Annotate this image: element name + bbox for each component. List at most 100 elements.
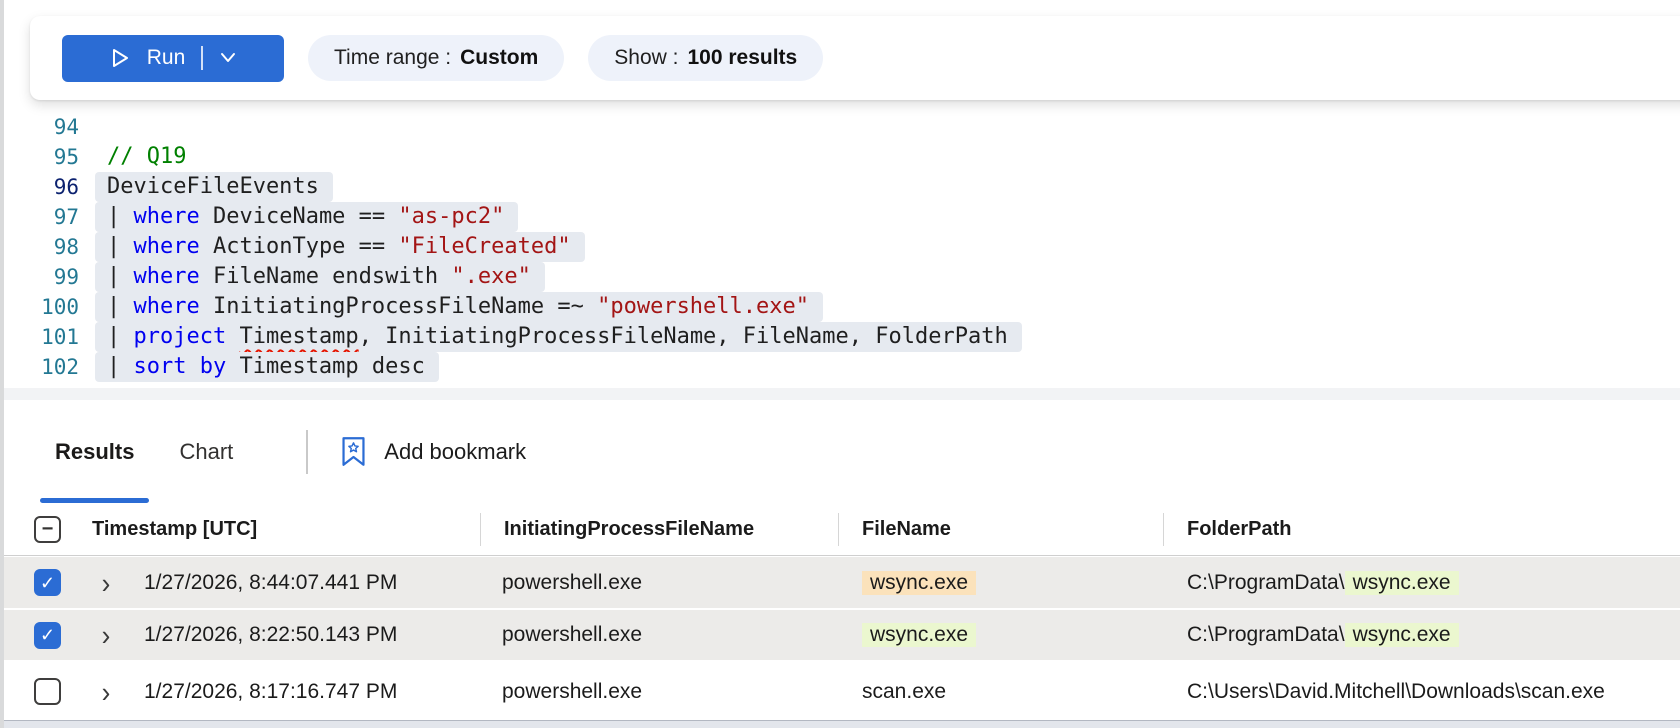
line-number: 99 bbox=[53, 265, 79, 289]
query-toolbar: Run Time range : Custom Show : 100 resul… bbox=[30, 16, 1680, 100]
code-token: Timestamp desc bbox=[226, 354, 425, 379]
expand-row-chevron-icon[interactable]: › bbox=[101, 675, 111, 708]
code-token: FileName endswith bbox=[199, 264, 452, 289]
folderpath-filename: wsync.exe bbox=[1344, 623, 1459, 647]
cell-timestamp: 1/27/2026, 8:22:50.143 PM bbox=[144, 623, 398, 646]
column-header-initiating-process[interactable]: InitiatingProcessFileName bbox=[504, 517, 755, 540]
folderpath-filename: wsync.exe bbox=[1344, 570, 1459, 595]
filename-value: scan.exe bbox=[862, 679, 947, 703]
cell-timestamp: 1/27/2026, 8:44:07.441 PM bbox=[144, 570, 398, 594]
code-token: "powershell.exe" bbox=[597, 294, 810, 319]
chevron-down-icon[interactable] bbox=[219, 51, 237, 65]
line-number: 97 bbox=[53, 205, 79, 229]
code-line-101[interactable]: 101| project Timestamp, InitiatingProces… bbox=[4, 322, 1680, 352]
line-number: 95 bbox=[53, 145, 79, 169]
line-number: 96 bbox=[53, 175, 79, 199]
column-header-timestamp[interactable]: Timestamp [UTC] bbox=[92, 517, 258, 540]
code-token: , InitiatingProcessFileName, FileName, F… bbox=[358, 324, 1008, 349]
code-token: | bbox=[107, 264, 134, 289]
show-results-selector[interactable]: Show : 100 results bbox=[588, 35, 824, 81]
code-line-94[interactable]: 94 bbox=[4, 112, 1680, 142]
code-token: | bbox=[107, 204, 134, 229]
play-icon bbox=[109, 47, 131, 69]
code-line-content: | where FileName endswith ".exe" bbox=[95, 262, 545, 292]
code-line-100[interactable]: 100 | where InitiatingProcessFileName =~ … bbox=[4, 292, 1680, 322]
column-header-filename[interactable]: FileName bbox=[862, 517, 951, 540]
time-range-selector[interactable]: Time range : Custom bbox=[308, 35, 565, 81]
code-token: "as-pc2" bbox=[398, 204, 505, 229]
show-value: 100 results bbox=[687, 46, 798, 69]
filename-value: wsync.exe bbox=[862, 570, 977, 595]
code-line-96[interactable]: 96 DeviceFileEvents bbox=[4, 172, 1680, 202]
column-divider bbox=[838, 513, 839, 546]
filename-value: wsync.exe bbox=[862, 623, 977, 647]
code-line-97[interactable]: 97 | where DeviceName == "as-pc2" bbox=[4, 202, 1680, 232]
tab-results-label: Results bbox=[55, 438, 135, 464]
results-table-header: − Timestamp [UTC] InitiatingProcessFileN… bbox=[4, 503, 1680, 556]
cell-filename: wsync.exe bbox=[838, 570, 1163, 595]
code-token: | bbox=[107, 324, 134, 349]
code-line-content: | where DeviceName == "as-pc2" bbox=[95, 202, 519, 232]
table-row[interactable]: › 1/27/2026, 8:17:16.747 PM powershell.exe… bbox=[4, 662, 1680, 721]
row-checkbox[interactable]: ✓ bbox=[34, 569, 61, 596]
tab-results[interactable]: Results bbox=[40, 400, 150, 503]
code-line-99[interactable]: 99 | where FileName endswith ".exe" bbox=[4, 262, 1680, 292]
column-divider bbox=[480, 513, 481, 546]
line-number: 98 bbox=[53, 235, 79, 259]
code-line-content: // Q19 bbox=[107, 142, 186, 172]
time-range-value: Custom bbox=[460, 46, 539, 69]
code-token: ActionType == bbox=[199, 234, 399, 259]
code-token: Timestamp bbox=[239, 324, 359, 349]
code-token: ".exe" bbox=[451, 264, 531, 289]
cell-filename: scan.exe bbox=[838, 680, 1163, 704]
code-token: DeviceFileEvents bbox=[107, 174, 319, 199]
run-button[interactable]: Run bbox=[62, 34, 284, 82]
code-line-content: | where ActionType == "FileCreated" bbox=[95, 232, 585, 262]
code-token: // Q19 bbox=[107, 144, 187, 169]
code-token: project bbox=[133, 324, 227, 349]
code-token: DeviceName == bbox=[199, 204, 399, 229]
results-tab-bar: Results Chart Add bookmark bbox=[4, 400, 1680, 503]
table-row[interactable]: ✓ › 1/27/2026, 8:22:50.143 PM powershell.ex… bbox=[4, 610, 1680, 662]
run-split-divider bbox=[201, 46, 204, 70]
time-range-label: Time range : bbox=[334, 46, 452, 69]
code-line-content: | project Timestamp, InitiatingProcessFi… bbox=[95, 322, 1022, 352]
select-all-checkbox[interactable]: − bbox=[34, 515, 61, 543]
row-checkbox[interactable]: ✓ bbox=[34, 621, 61, 649]
folderpath-prefix: C:\Users\David.Mitchell\Downloads\scan.e… bbox=[1187, 679, 1605, 703]
tab-divider bbox=[306, 429, 309, 474]
code-line-content: | sort by Timestamp desc bbox=[95, 352, 439, 382]
expand-row-chevron-icon[interactable]: › bbox=[101, 566, 111, 599]
line-number: 100 bbox=[41, 295, 79, 319]
expand-row-chevron-icon[interactable]: › bbox=[101, 618, 111, 652]
bookmark-icon bbox=[340, 436, 367, 467]
cell-initiating-process: powershell.exe bbox=[502, 679, 643, 703]
add-bookmark-button[interactable]: Add bookmark bbox=[340, 436, 526, 467]
cell-folderpath: C:\Users\David.Mitchell\Downloads\scan.e… bbox=[1163, 680, 1680, 704]
code-token: where bbox=[133, 264, 200, 289]
cell-filename: wsync.exe bbox=[838, 623, 1163, 647]
query-editor[interactable]: 94 95 // Q19 96 DeviceFileEvents 97 | where De… bbox=[4, 87, 1680, 382]
code-token: where bbox=[133, 234, 200, 259]
editor-results-divider bbox=[4, 388, 1680, 400]
cell-timestamp: 1/27/2026, 8:17:16.747 PM bbox=[144, 679, 398, 703]
code-line-95[interactable]: 95 // Q19 bbox=[4, 142, 1680, 172]
cell-initiating-process: powershell.exe bbox=[502, 623, 643, 646]
add-bookmark-label: Add bookmark bbox=[384, 438, 527, 464]
code-line-102[interactable]: 102| sort by Timestamp desc bbox=[4, 352, 1680, 382]
code-token: | bbox=[107, 354, 134, 379]
code-line-content: DeviceFileEvents bbox=[95, 172, 333, 202]
show-label: Show : bbox=[614, 46, 679, 69]
code-token: sort by bbox=[133, 354, 227, 379]
code-token bbox=[226, 324, 239, 349]
code-token: InitiatingProcessFileName =~ bbox=[199, 294, 598, 319]
column-header-folderpath[interactable]: FolderPath bbox=[1187, 517, 1292, 540]
line-number: 94 bbox=[53, 115, 79, 139]
code-line-98[interactable]: 98 | where ActionType == "FileCreated" bbox=[4, 232, 1680, 262]
row-checkbox[interactable] bbox=[34, 678, 61, 705]
code-line-content: | where InitiatingProcessFileName =~ "po… bbox=[95, 292, 824, 322]
table-bottom-edge bbox=[4, 720, 1680, 728]
tab-chart[interactable]: Chart bbox=[179, 400, 233, 503]
code-token: where bbox=[133, 294, 200, 319]
